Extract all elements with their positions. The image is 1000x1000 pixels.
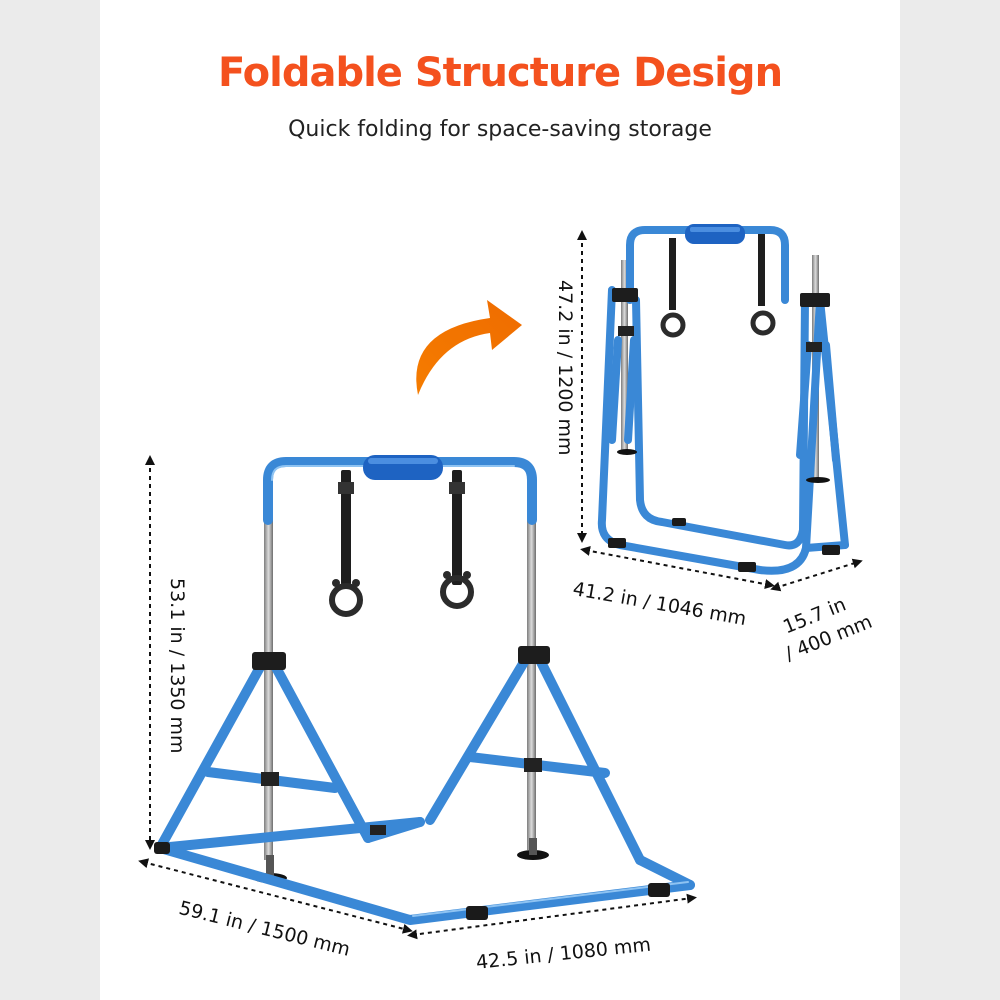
right-ring — [440, 575, 474, 609]
left-ring — [329, 583, 363, 617]
left-strap — [341, 470, 351, 585]
unfolded-bar — [154, 455, 695, 925]
folded-depth-arrow — [770, 558, 863, 592]
unfolded-height-label: 53.1 in / 1350 mm — [166, 578, 188, 754]
unfolded-width-arrow — [407, 893, 697, 940]
white-panel — [100, 0, 900, 1000]
page-title: Foldable Structure Design — [217, 50, 783, 96]
right-clamp — [518, 646, 550, 664]
right-pole — [527, 490, 536, 850]
unfolded-length-arrow — [138, 858, 413, 934]
folded-bar — [597, 224, 849, 575]
dimension-lines — [138, 230, 863, 940]
folded-height-label: 47.2 in / 1200 mm — [554, 280, 576, 456]
right-strap — [452, 470, 462, 585]
left-pole — [264, 490, 273, 860]
fold-arrow-icon — [416, 300, 522, 395]
left-clamp — [252, 652, 286, 670]
page-subtitle: Quick folding for space-saving storage — [288, 117, 712, 142]
